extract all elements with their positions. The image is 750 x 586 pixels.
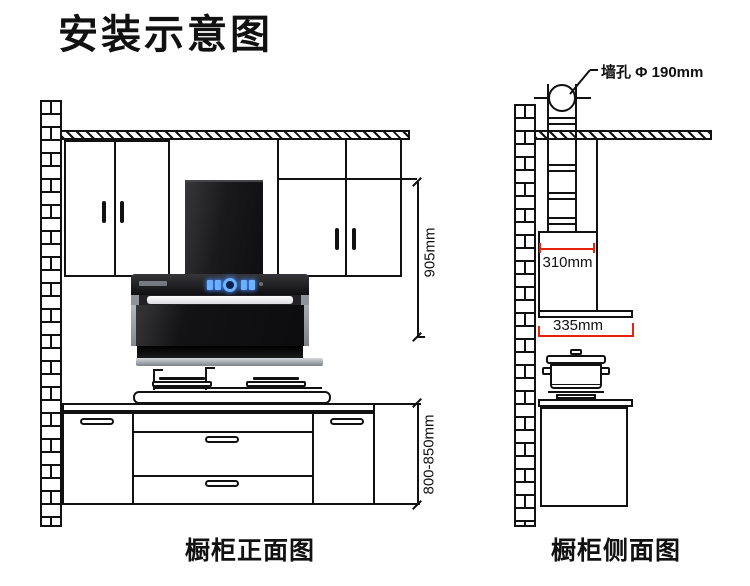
burner-pan xyxy=(152,381,212,387)
dim-310-label: 310mm xyxy=(542,254,593,271)
door-handle xyxy=(335,228,339,250)
cabinet-door-divider xyxy=(345,140,347,277)
pot-lid xyxy=(546,355,606,364)
soffit-line xyxy=(277,178,417,180)
dim-800-line xyxy=(417,403,419,505)
extension-line xyxy=(375,503,420,505)
pot-rim-line xyxy=(552,384,600,385)
led-segment-icon xyxy=(241,280,247,290)
dim-905-label: 905mm xyxy=(421,227,439,278)
pot-body xyxy=(550,364,602,389)
alignment-line xyxy=(205,367,215,369)
wall-hole-label: 墙孔 Φ 190mm xyxy=(601,64,704,81)
duct-joint xyxy=(549,123,575,125)
upper-cabinet-left xyxy=(64,140,170,277)
base-cabinet-side xyxy=(540,407,628,507)
side-view-caption: 橱柜侧面图 xyxy=(550,537,681,565)
dim-tick-red xyxy=(632,323,634,337)
dim-tick-red xyxy=(539,243,541,253)
duct-joint xyxy=(549,164,575,166)
hood-control-panel xyxy=(131,274,309,295)
hood-bottom-plate xyxy=(136,358,323,366)
door-handle xyxy=(120,201,124,223)
hood-top-line xyxy=(538,231,598,233)
dim-905-line xyxy=(417,182,419,338)
range-hood xyxy=(131,274,323,366)
countertop-side xyxy=(538,399,633,407)
led-segment-icon xyxy=(207,280,213,290)
drawer-handle xyxy=(205,480,239,487)
hood-back-line xyxy=(538,231,540,310)
dim-tick-red xyxy=(538,326,540,337)
hood-strip-row xyxy=(131,295,309,305)
side-trim xyxy=(131,295,139,305)
door-handle xyxy=(80,418,114,425)
drawer-handle xyxy=(205,436,239,443)
led-segment-icon xyxy=(215,280,221,290)
duct-joint xyxy=(549,117,575,119)
upper-cabinet-bottom xyxy=(277,275,402,277)
duct-joint xyxy=(549,170,575,172)
page-title: 安装示意图 xyxy=(58,13,273,57)
burner-base-side xyxy=(556,394,596,399)
extension-line xyxy=(375,403,421,405)
dim-800-label: 800-850mm xyxy=(420,414,438,495)
drawer-divider xyxy=(132,431,312,433)
side-trim xyxy=(301,295,309,305)
pot-knob xyxy=(570,349,582,355)
brick-pattern xyxy=(40,100,62,527)
burner-right xyxy=(246,377,306,387)
led-segment-icon xyxy=(249,280,255,290)
cooktop-surface-line xyxy=(153,387,322,389)
duct-side-line xyxy=(547,84,549,233)
leader-line xyxy=(569,69,598,95)
ceiling-hatch-front xyxy=(62,130,410,140)
sensor-dot-icon xyxy=(259,282,263,286)
light-strip xyxy=(147,296,293,304)
duct-joint xyxy=(549,223,575,225)
hood-glass-panel xyxy=(131,305,309,346)
ceiling-hatch-side xyxy=(535,130,712,140)
cabinet-door-divider xyxy=(114,140,116,277)
led-knob-icon xyxy=(223,278,237,292)
upper-cabinet-right-side xyxy=(400,140,402,277)
duct-side-line xyxy=(575,84,577,233)
base-cabinet-front xyxy=(62,412,375,505)
brick-pattern xyxy=(514,104,536,527)
dim-310-line xyxy=(539,248,595,250)
duct-joint xyxy=(549,198,575,200)
drawer-divider xyxy=(132,475,312,477)
cabinet-divider xyxy=(132,412,134,505)
burner-grate xyxy=(253,377,299,380)
hood-chimney xyxy=(185,180,263,278)
alignment-line xyxy=(205,367,207,390)
hood-front-face-line xyxy=(596,140,598,310)
upper-cabinet-right-side xyxy=(277,140,279,277)
duct-joint xyxy=(549,192,575,194)
door-handle xyxy=(102,201,106,223)
countertop-front xyxy=(62,403,375,412)
dim-tick-red xyxy=(593,243,595,253)
hood-bottom-plate-side xyxy=(538,310,633,318)
dim-335-line xyxy=(538,335,634,337)
burner-left xyxy=(152,377,212,387)
hood-suction-opening xyxy=(137,346,303,358)
duct-joint xyxy=(549,217,575,219)
dim-foot xyxy=(417,336,425,338)
alignment-line xyxy=(153,369,163,371)
front-view-caption: 橱柜正面图 xyxy=(184,537,315,565)
burner-grate-side xyxy=(548,391,604,393)
burner-pan xyxy=(246,381,306,387)
burner-grate xyxy=(159,377,205,380)
alignment-line xyxy=(153,369,155,390)
side-trim xyxy=(131,305,136,346)
door-handle xyxy=(330,418,364,425)
brick-wall-left xyxy=(40,100,62,527)
dim-335-label: 335mm xyxy=(552,317,604,334)
side-trim xyxy=(304,305,309,346)
cabinet-divider xyxy=(312,412,314,505)
brand-logo xyxy=(139,281,167,286)
brick-wall-right xyxy=(514,104,536,527)
door-handle xyxy=(352,228,356,250)
